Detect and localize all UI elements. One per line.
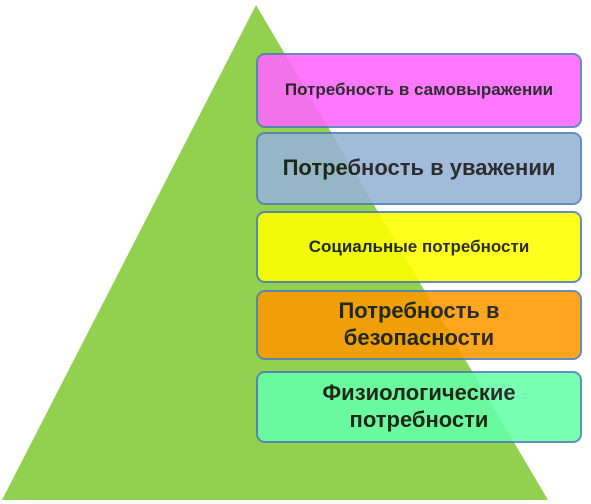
- level-label: Потребность в уважении: [282, 155, 556, 181]
- level-social: Социальные потребности: [256, 211, 582, 283]
- level-label: Потребность в безопасности: [338, 298, 500, 350]
- level-safety: Потребность в безопасности: [256, 290, 582, 360]
- level-label: Физиологические потребности: [322, 380, 516, 432]
- level-physiological: Физиологические потребности: [256, 371, 582, 443]
- level-self-actualization: Потребность в самовыражении: [256, 53, 582, 128]
- level-esteem: Потребность в уважении: [256, 132, 582, 205]
- level-label: Социальные потребности: [308, 236, 530, 256]
- level-label: Потребность в самовыражении: [284, 80, 554, 100]
